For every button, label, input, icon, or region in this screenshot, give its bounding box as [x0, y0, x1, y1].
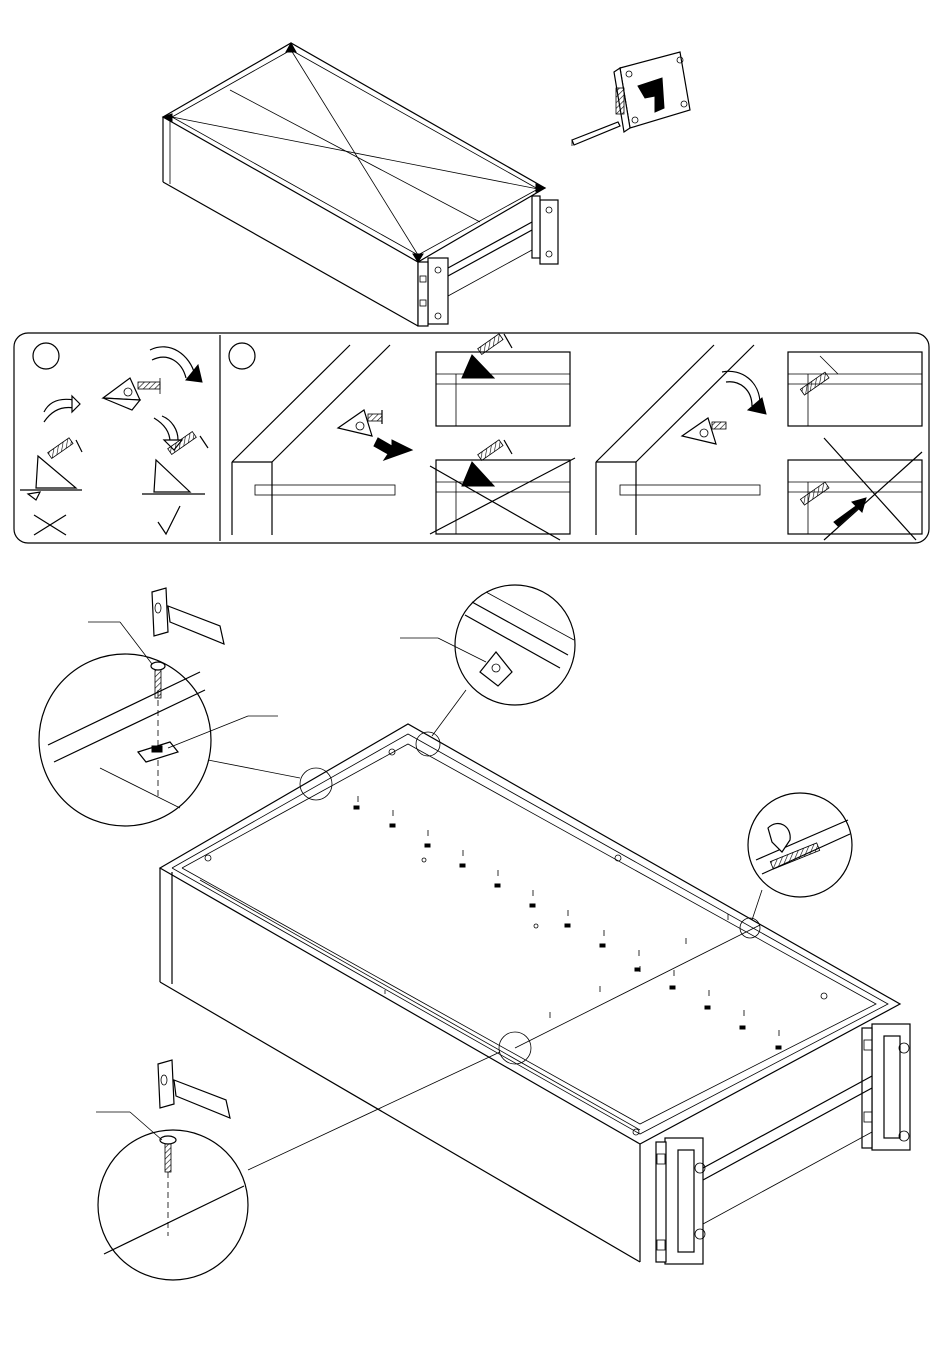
cam-block-icon: [480, 652, 512, 686]
detail-box-wrong-b: [788, 438, 922, 540]
cabinet-diagonal-check: [163, 43, 690, 326]
zoom-detail-cam-block: [400, 585, 575, 736]
zoom-detail-nail: [96, 1052, 500, 1280]
detail-box-correct-a: [436, 334, 570, 426]
cabinet-back-panel-nailing: [39, 585, 910, 1280]
leg-frame-front: [418, 258, 448, 326]
zoom-detail-clip-insert: [748, 793, 852, 920]
nail-icon: [151, 662, 165, 698]
step-marker-2: [229, 343, 255, 369]
corner-detail-right: [596, 345, 760, 535]
rotate-arrow-icon: [722, 371, 766, 414]
cam-markers: [205, 749, 827, 1135]
nail-row: [358, 796, 779, 1036]
clip-row: [354, 806, 781, 1049]
hammer-icon: [158, 1060, 230, 1118]
check-icon: [158, 506, 180, 534]
detail-box-wrong-a: [430, 440, 575, 540]
cam-fitting-wrong: [20, 438, 82, 500]
cross-icon: [34, 515, 66, 535]
step-marker-1: [33, 343, 59, 369]
rotate-arrow-icon: [150, 347, 202, 382]
cam-fitting-instructions-panel: [14, 333, 929, 543]
push-arrow-icon: [374, 438, 412, 460]
leg-frame-back: [862, 1024, 910, 1150]
curved-arrow-icon: [44, 396, 80, 422]
zoom-detail-nail-clip: [39, 622, 300, 826]
hammer-icon: [152, 588, 224, 644]
leg-frame-front: [656, 1138, 705, 1264]
diagonal-line-b: [291, 50, 418, 255]
detail-box-correct-b: [788, 352, 922, 426]
corner-detail-left: [232, 345, 395, 535]
nail-icon: [160, 1136, 176, 1172]
tape-measure-icon: [572, 52, 690, 146]
leg-frame-back: [532, 196, 558, 264]
cam-block-icon: [103, 378, 140, 410]
screw-icon: [138, 378, 160, 394]
